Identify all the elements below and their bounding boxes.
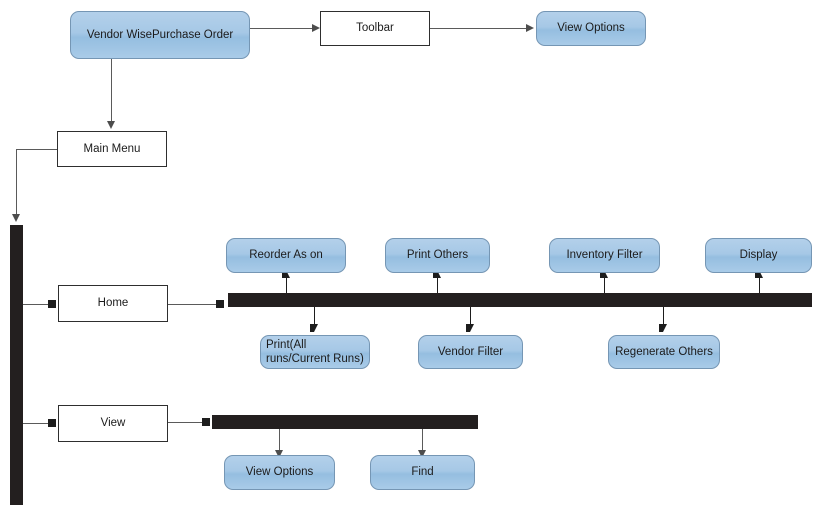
arrowhead-home-bar-to-print-all-runs — [310, 324, 318, 332]
node-label: Toolbar — [356, 22, 394, 35]
connector-home-to-home-bar — [168, 304, 218, 305]
fork-bar-vertical-main — [10, 225, 23, 505]
connector-home-bar-to-reorder-as-on — [286, 275, 287, 293]
node-label: Vendor Filter — [437, 345, 504, 358]
node-label: Find — [411, 466, 434, 479]
connector-root-to-toolbar — [250, 28, 314, 29]
arrowhead-toolbar-to-view-options — [526, 24, 534, 32]
connector-toolbar-to-view-options — [430, 28, 528, 29]
arrowhead-fork-to-view — [48, 419, 56, 427]
connector-view-bar-to-find — [422, 429, 423, 453]
arrowhead-home-bar-to-reorder-as-on — [282, 270, 290, 278]
node-label: Inventory Filter — [566, 249, 643, 262]
node-view-options[interactable]: View Options — [224, 455, 335, 490]
node-label: View Options — [557, 22, 625, 35]
connector-home-bar-to-display — [759, 275, 760, 293]
arrowhead-home-bar-to-inventory-filter — [600, 270, 608, 278]
node-label: Print(All runs/Current Runs) — [266, 338, 364, 365]
node-reorder-as-on[interactable]: Reorder As on — [226, 238, 346, 273]
connector-home-bar-to-print-all-runs — [314, 307, 315, 326]
connector-fork-to-view — [23, 423, 50, 424]
arrowhead-root-to-toolbar — [312, 24, 320, 32]
arrowhead-view-bar-to-find — [418, 450, 426, 458]
node-main-menu[interactable]: Main Menu — [57, 131, 167, 167]
node-label: Home — [97, 297, 129, 310]
node-vendor-filter[interactable]: Vendor Filter — [418, 335, 523, 369]
node-find[interactable]: Find — [370, 455, 475, 490]
node-label: Vendor WisePurchase Order — [86, 28, 234, 41]
node-home[interactable]: Home — [58, 285, 168, 322]
fork-bar-view-horizontal — [212, 415, 478, 429]
connector-view-to-view-bar — [168, 422, 204, 423]
arrowhead-home-bar-to-regenerate-others — [659, 324, 667, 332]
arrowhead-home-bar-to-vendor-filter — [466, 324, 474, 332]
node-toolbar[interactable]: Toolbar — [320, 11, 430, 46]
connector-main-menu-elbow-vertical — [16, 149, 17, 215]
node-print-all-runs[interactable]: Print(All runs/Current Runs) — [260, 335, 370, 369]
node-inventory-filter[interactable]: Inventory Filter — [549, 238, 660, 273]
node-label: View — [100, 417, 126, 430]
node-view[interactable]: View — [58, 405, 168, 442]
connector-home-bar-to-inventory-filter — [604, 275, 605, 293]
node-print-others[interactable]: Print Others — [385, 238, 490, 273]
node-display[interactable]: Display — [705, 238, 812, 273]
fork-bar-home-horizontal — [228, 293, 812, 307]
node-label: Reorder As on — [249, 249, 323, 262]
node-regenerate-others[interactable]: Regenerate Others — [608, 335, 720, 369]
node-label: View Options — [245, 466, 314, 479]
connector-view-bar-to-view-options — [279, 429, 280, 453]
connector-root-to-main-menu — [111, 59, 112, 123]
node-label: Display — [739, 249, 778, 262]
connector-fork-to-home — [23, 304, 50, 305]
arrowhead-fork-to-home — [48, 300, 56, 308]
arrowhead-home-bar-to-display — [755, 270, 763, 278]
node-label: Print Others — [406, 249, 469, 262]
arrowhead-home-bar-to-print-others — [433, 270, 441, 278]
connector-home-bar-to-regenerate-others — [663, 307, 664, 326]
node-label: Main Menu — [83, 142, 141, 155]
arrowhead-main-menu-to-fork — [12, 214, 20, 222]
arrowhead-home-to-home-bar — [216, 300, 224, 308]
node-vendor-wise-purchase-order[interactable]: Vendor WisePurchase Order — [70, 11, 250, 59]
connector-home-bar-to-print-others — [437, 275, 438, 293]
connector-main-menu-elbow-horizontal — [16, 149, 57, 150]
arrowhead-root-to-main-menu — [107, 121, 115, 129]
arrowhead-view-to-view-bar — [202, 418, 210, 426]
connector-home-bar-to-vendor-filter — [470, 307, 471, 326]
node-label: Regenerate Others — [615, 345, 713, 358]
node-toolbar-view-options[interactable]: View Options — [536, 11, 646, 46]
arrowhead-view-bar-to-view-options — [275, 450, 283, 458]
